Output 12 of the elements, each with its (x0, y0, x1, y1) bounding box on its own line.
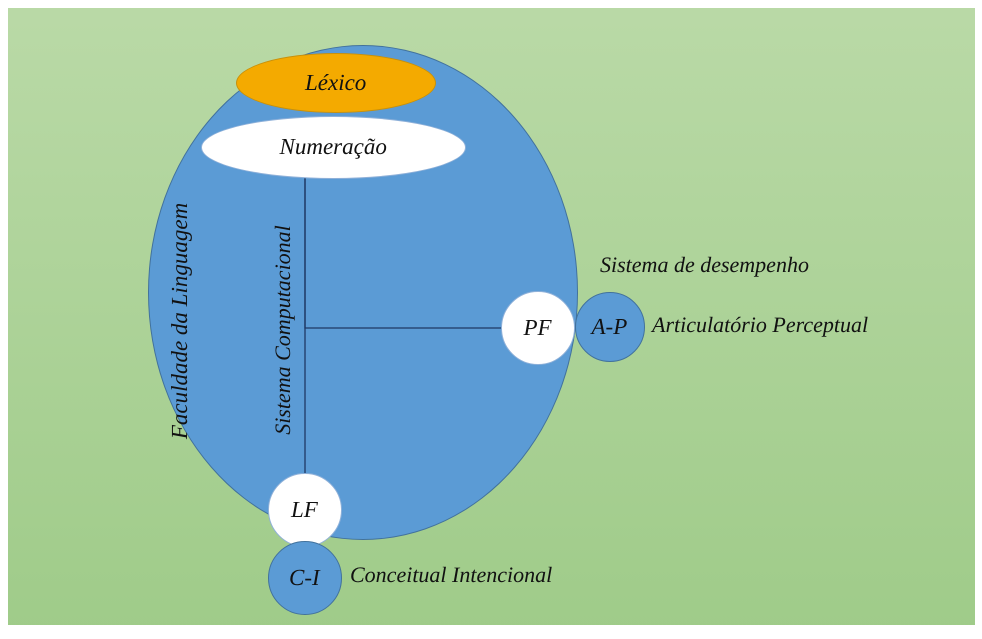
node-label: Léxico (305, 70, 366, 96)
node-label: C-I (289, 564, 320, 590)
node-label: A-P (592, 314, 628, 340)
system-label: Sistema Computacional (270, 225, 296, 435)
system-label: Sistema de desempenho (600, 252, 809, 278)
beside-label: Articulatório Perceptual (652, 312, 868, 338)
node-label: Faculdade da Linguagem (167, 202, 194, 440)
beside-label: Conceitual Intencional (350, 562, 552, 588)
node-label: LF (291, 496, 318, 522)
node-label: Numeração (280, 134, 387, 160)
node-label: PF (524, 314, 552, 340)
connector-line (304, 178, 501, 329)
